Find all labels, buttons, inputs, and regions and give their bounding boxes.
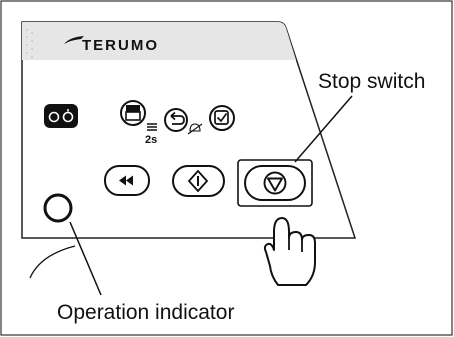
silence-alarm-button[interactable] [164, 108, 188, 132]
terumo-logo-swoosh-icon [64, 36, 84, 44]
device-edge-arc [29, 245, 76, 279]
operation-indicator-label: Operation indicator [57, 301, 234, 324]
check-mark [216, 112, 228, 123]
stop-switch-leader [294, 95, 353, 163]
band-texture [26, 29, 33, 58]
return-arrow-icon [171, 115, 185, 125]
return-arrow-head [170, 111, 176, 121]
start-button[interactable] [172, 165, 225, 197]
check-box-icon [214, 110, 229, 125]
rewind-icon [119, 175, 133, 186]
stop-icon [263, 171, 287, 195]
operation-indicator-leader [69, 221, 102, 296]
stop-switch-label: Stop switch [318, 70, 425, 93]
lamp-left [48, 111, 60, 123]
pointing-hand-icon [263, 217, 316, 286]
operation-indicator-lamp-icon [43, 193, 73, 223]
rewind-button[interactable] [104, 165, 150, 196]
menu-button[interactable] [120, 100, 146, 126]
lamp-right [62, 111, 74, 123]
brand-logo-text: TERUMO [82, 37, 159, 54]
silence-alarm-icon [187, 123, 203, 135]
stack-menu-icon [125, 105, 141, 121]
stop-button[interactable] [237, 159, 313, 207]
panel-top-band [22, 22, 296, 60]
confirm-button[interactable] [209, 105, 235, 131]
button-hold-time: 2s [145, 134, 157, 146]
menu-level-icon [147, 123, 157, 131]
